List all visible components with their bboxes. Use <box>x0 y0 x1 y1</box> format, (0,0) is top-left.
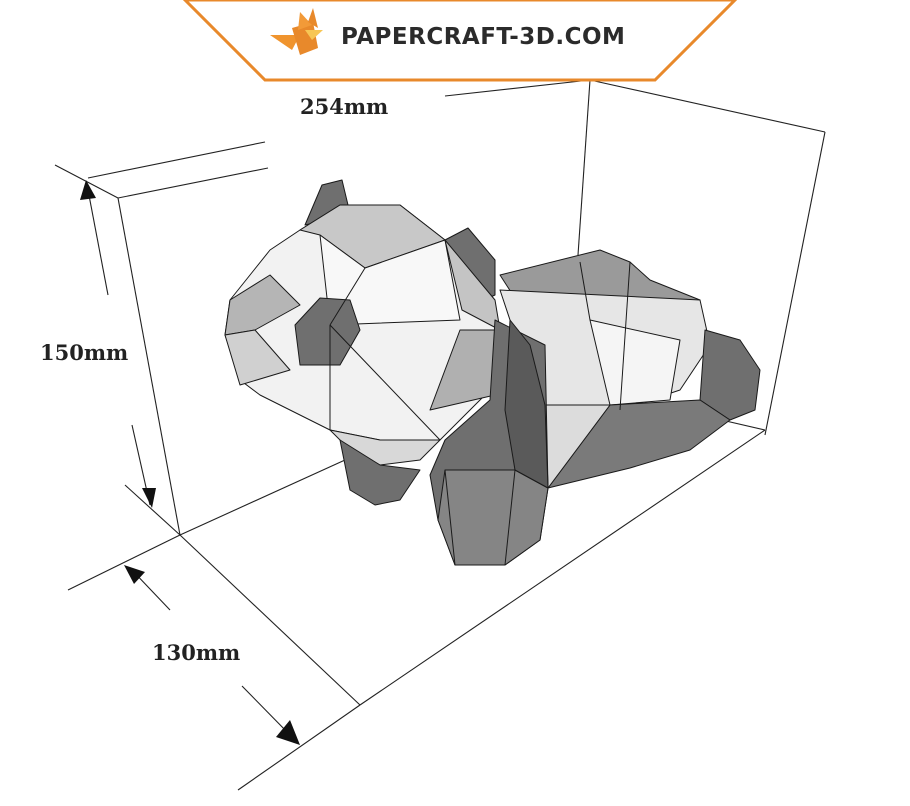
bounding-box <box>54 79 826 791</box>
height-label: 150mm <box>40 340 129 365</box>
fox-logo-icon <box>270 8 323 55</box>
dimension-arrows <box>80 180 300 745</box>
depth-label: 130mm <box>152 640 241 665</box>
logo-banner <box>182 0 738 82</box>
logo-text: PAPERCRAFT-3D.COM <box>341 24 626 50</box>
panda-model <box>224 179 761 566</box>
width-label: 254mm <box>300 94 389 119</box>
